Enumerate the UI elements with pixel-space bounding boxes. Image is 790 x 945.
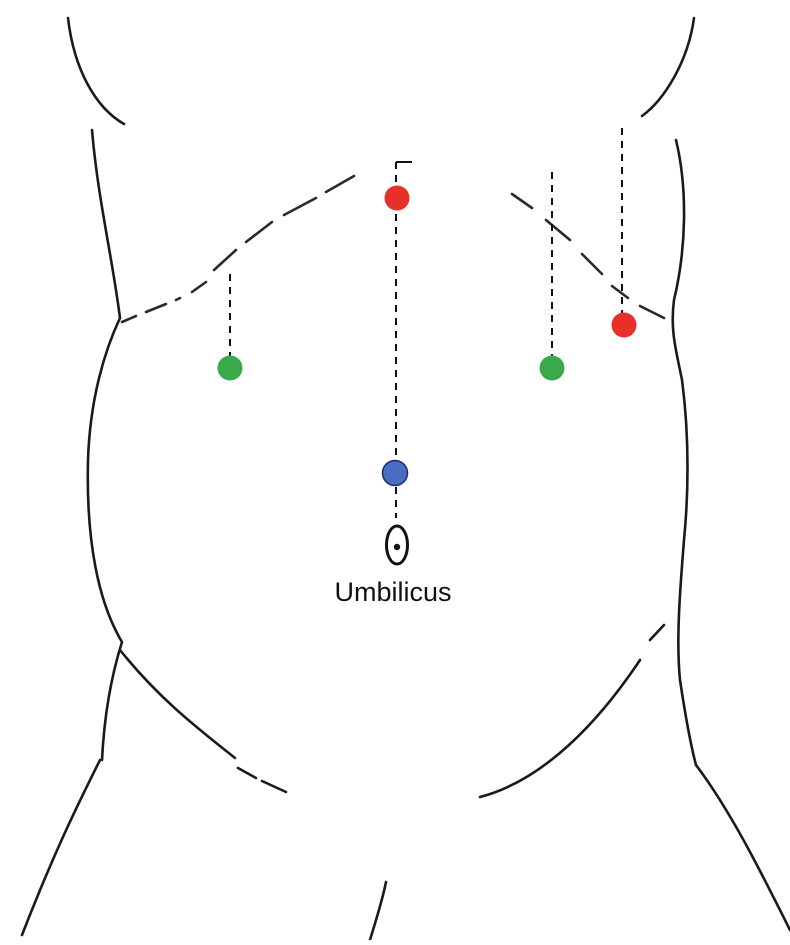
port-green-left [540, 356, 565, 381]
left-costal-margin-dash-2 [546, 220, 570, 240]
left-costal-margin-dash-3 [582, 254, 602, 274]
left-costal-margin-dash-4 [612, 286, 628, 298]
right-costal-margin-dash-5 [192, 282, 206, 292]
left-hip-line [696, 765, 790, 930]
right-costal-margin-dash-1 [326, 176, 354, 192]
port-red-midline [385, 186, 410, 211]
right-costal-margin-dash-7 [146, 304, 166, 312]
right-costal-margin-dash-4 [214, 250, 236, 270]
port-markers [218, 186, 637, 486]
port-blue-supraumbilical [383, 461, 408, 486]
left-flank-outline [673, 140, 696, 765]
guide-lines [230, 128, 622, 518]
port-green-right [218, 356, 243, 381]
right-costal-margin-dash-6 [176, 298, 180, 300]
left-inguinal-line [480, 660, 640, 797]
left-costal-margin-dash-5 [640, 306, 664, 318]
right-hip-line [22, 760, 100, 935]
right-costal-margin-dash-8 [122, 316, 136, 322]
left-lower-flank-dash [650, 625, 664, 640]
umbilicus-dot [394, 544, 400, 550]
port-red-left-flank [612, 313, 637, 338]
right-costal-margin-dash-3 [246, 222, 272, 242]
left-costal-margin-dash-1 [512, 194, 532, 208]
right-inguinal-dash-1 [238, 768, 256, 778]
right-inguinal-dash-2 [262, 781, 286, 792]
groin-fragment [370, 882, 386, 940]
left-shoulder-line [642, 18, 694, 116]
umbilicus: Umbilicus [334, 526, 451, 607]
lower-abdomen-curve [120, 650, 235, 758]
right-shoulder-line [68, 18, 124, 124]
right-flank-outline [88, 130, 122, 760]
umbilicus-label: Umbilicus [334, 577, 451, 607]
right-costal-margin-dash-2 [284, 198, 316, 215]
